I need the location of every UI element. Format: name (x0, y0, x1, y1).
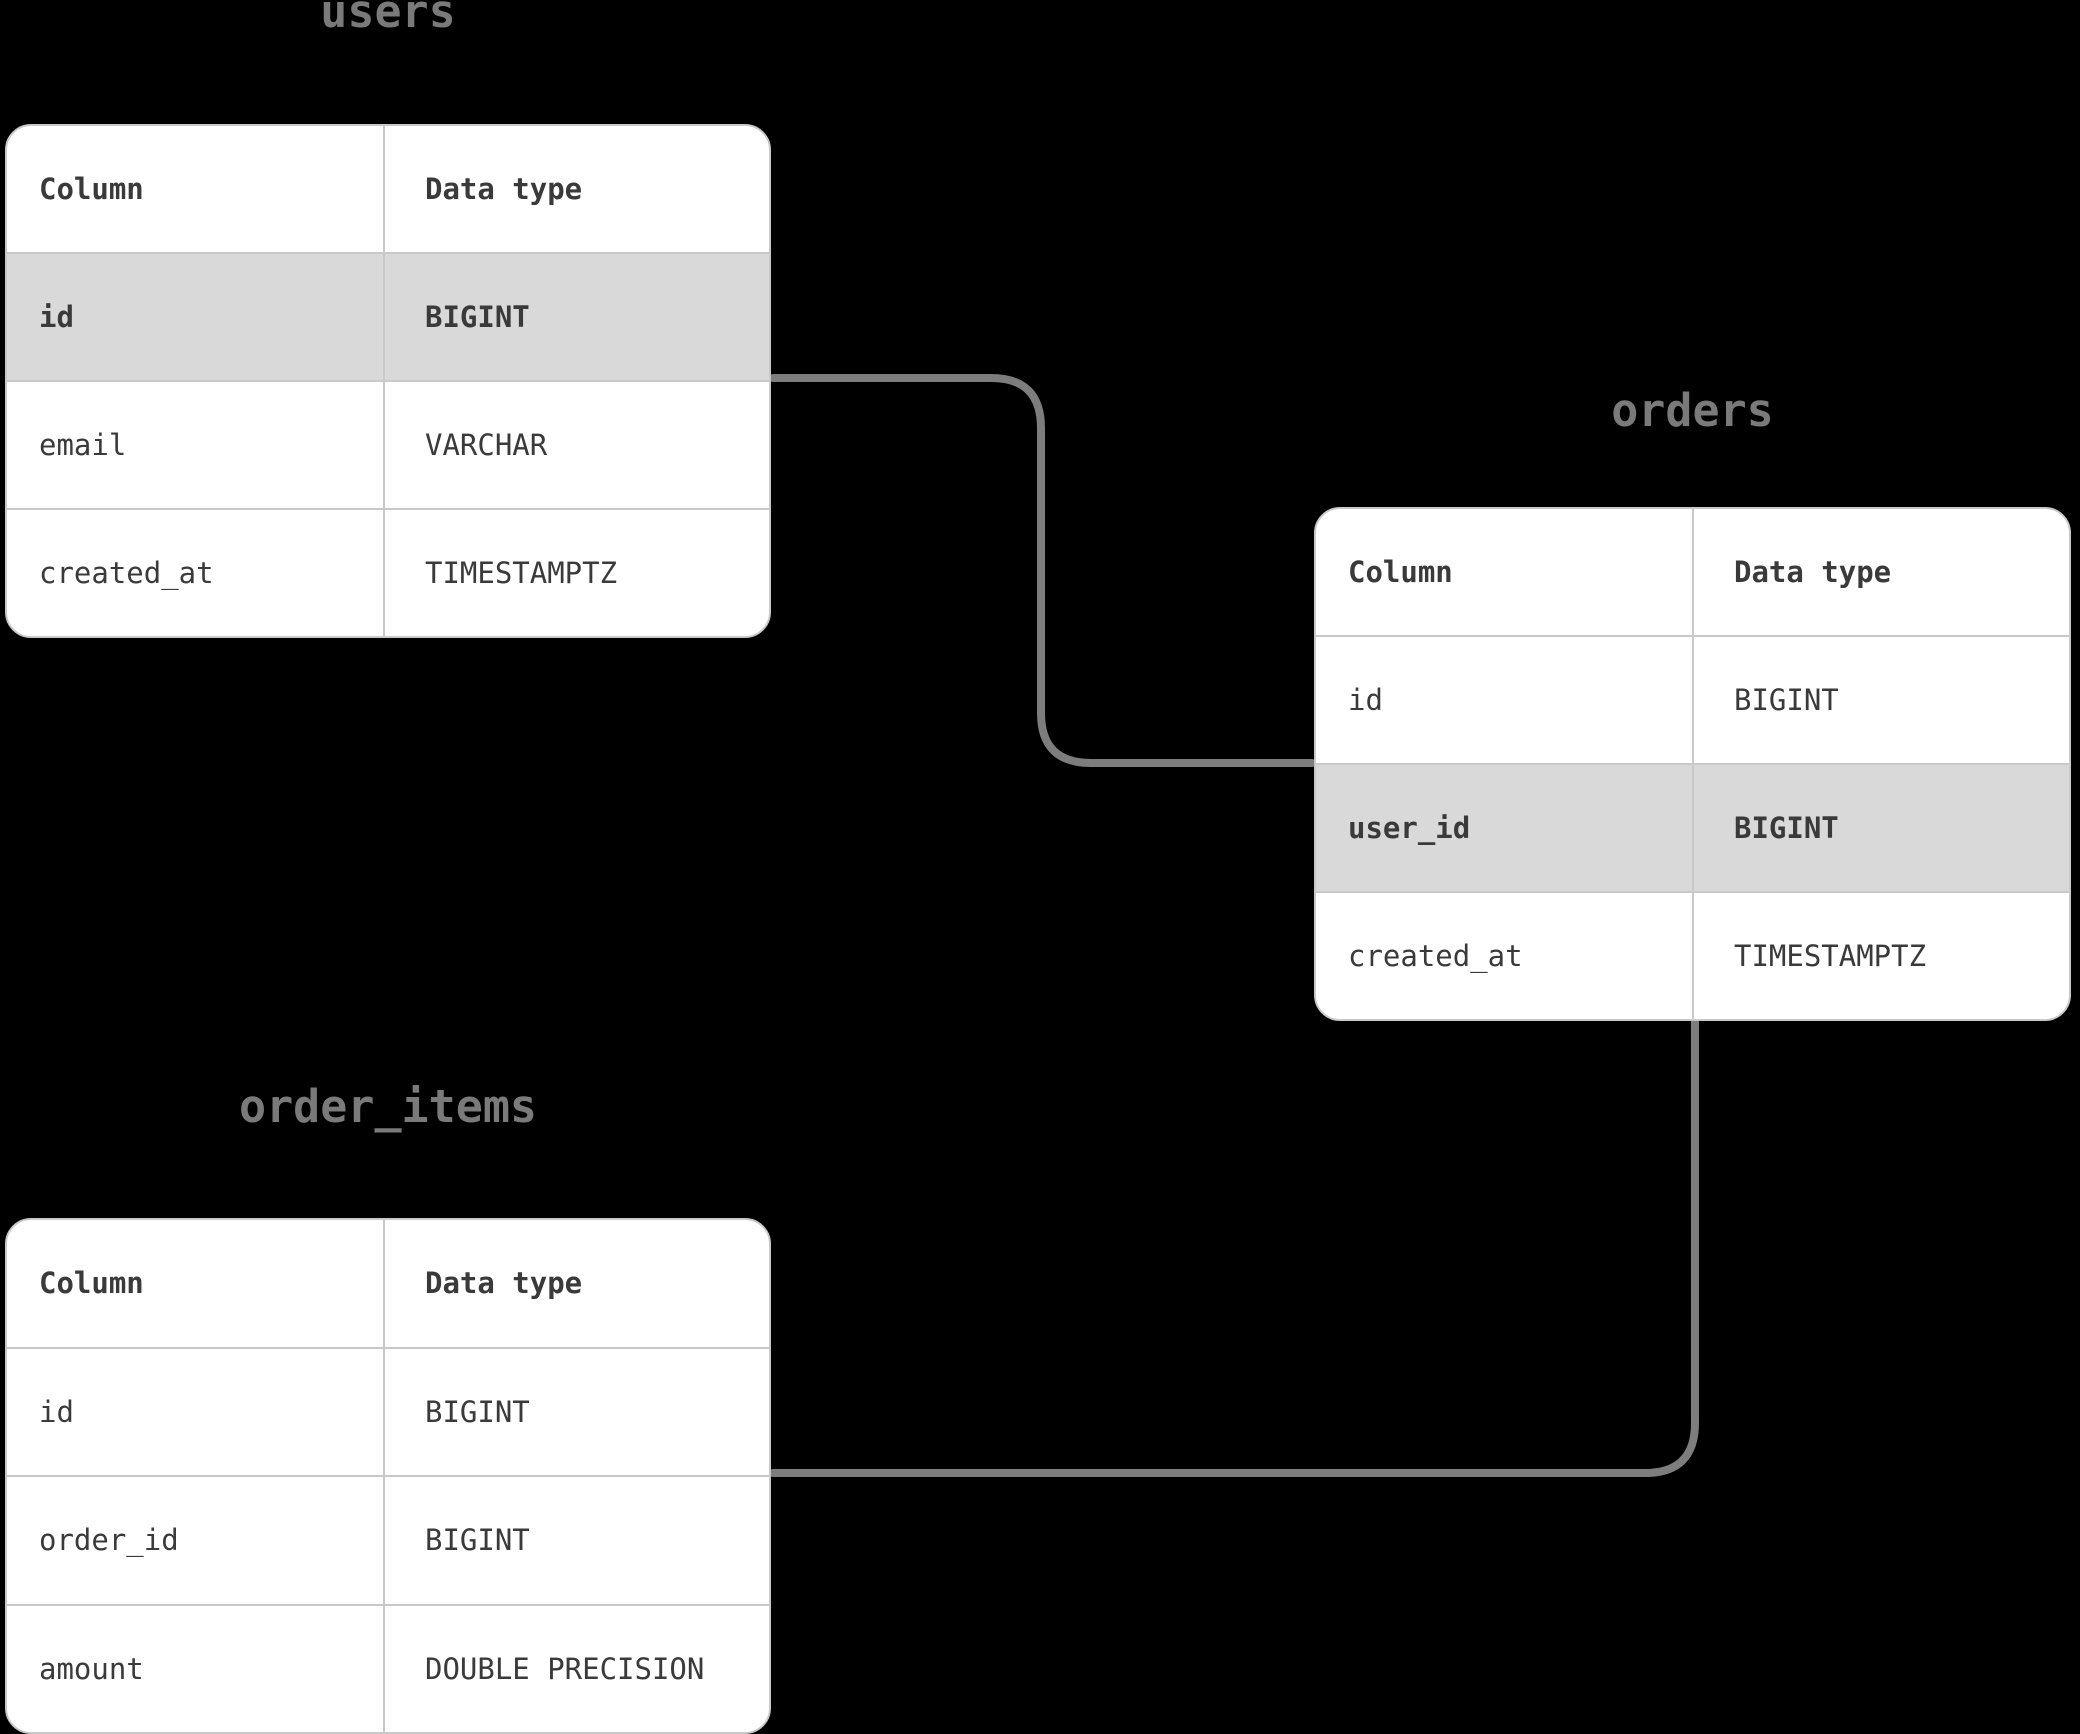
column-type: DOUBLE PRECISION (425, 1651, 705, 1686)
table-header-row: Column Data type (1316, 509, 2069, 635)
table-row-email: email VARCHAR (7, 380, 769, 508)
column-name: user_id (1348, 811, 1471, 845)
column-header: Column (39, 1266, 144, 1301)
table-card-users: Column Data type id BIGINT email VARCHAR… (5, 124, 771, 638)
column-type: TIMESTAMPTZ (1734, 939, 1927, 973)
column-type: BIGINT (425, 1394, 530, 1429)
column-type: BIGINT (1734, 683, 1839, 717)
column-name: id (39, 1394, 74, 1429)
table-title-users: users (320, 0, 456, 38)
table-header-row: Column Data type (7, 1220, 769, 1347)
datatype-header: Data type (1734, 555, 1892, 589)
table-row-order-id: order_id BIGINT (7, 1475, 769, 1604)
datatype-header: Data type (425, 172, 583, 206)
connector-users-orders (769, 374, 1316, 767)
column-name: created_at (1348, 939, 1523, 973)
column-type: BIGINT (425, 300, 530, 334)
column-divider (1692, 509, 1694, 1019)
table-row-id: id BIGINT (7, 1346, 769, 1476)
table-row-created-at: created_at TIMESTAMPTZ (7, 508, 769, 636)
table-card-order-items: Column Data type id BIGINT order_id BIGI… (5, 1218, 771, 1734)
column-header: Column (39, 172, 144, 206)
column-name: order_id (39, 1523, 179, 1558)
column-type: BIGINT (1734, 811, 1839, 845)
column-name: created_at (39, 556, 214, 590)
table-title-orders: orders (1611, 384, 1774, 437)
column-header: Column (1348, 555, 1453, 589)
column-name: id (1348, 683, 1383, 717)
column-divider (383, 1220, 385, 1732)
table-title-order-items: order_items (238, 1080, 537, 1133)
column-name: email (39, 428, 127, 462)
datatype-header: Data type (425, 1266, 583, 1301)
column-divider (383, 126, 385, 636)
connector-orders-order-items (769, 1015, 1699, 1477)
table-row-id: id BIGINT (7, 252, 769, 380)
column-type: TIMESTAMPTZ (425, 556, 618, 590)
column-name: amount (39, 1651, 144, 1686)
column-name: id (39, 300, 74, 334)
table-card-orders: Column Data type id BIGINT user_id BIGIN… (1314, 507, 2071, 1021)
table-header-row: Column Data type (7, 126, 769, 252)
column-type: BIGINT (425, 1523, 530, 1558)
column-type: VARCHAR (425, 428, 548, 462)
table-row-amount: amount DOUBLE PRECISION (7, 1603, 769, 1733)
